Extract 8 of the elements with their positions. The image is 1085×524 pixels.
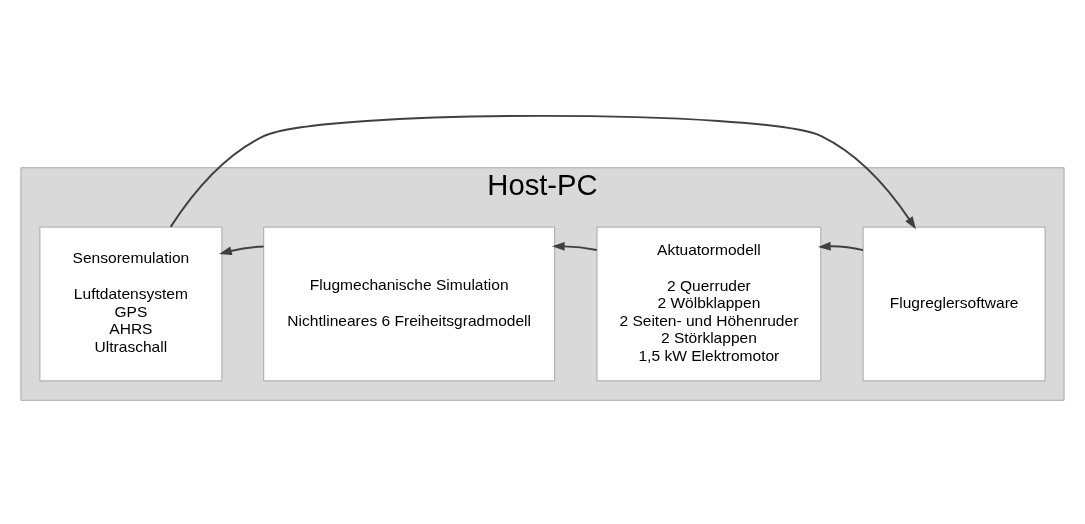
arrow bbox=[552, 241, 598, 251]
arrow bbox=[219, 245, 265, 256]
node-box: Aktuatormodell 2 Querruder 2 Wölbklappen 2 Seiten- und Höhenruder 2 Störklappen 1,5 kW Elektromotor bbox=[596, 226, 822, 382]
node-box: Flugmechanische Simulation Nichtlineares 6 Freiheitsgradmodell bbox=[263, 226, 556, 382]
arrow bbox=[818, 241, 865, 252]
node-box: Flugreglersoftware bbox=[862, 226, 1046, 382]
node-box: Sensoremulation Luftdatensystem GPS AHRS Ultraschall bbox=[39, 226, 223, 382]
arrow bbox=[169, 114, 916, 230]
